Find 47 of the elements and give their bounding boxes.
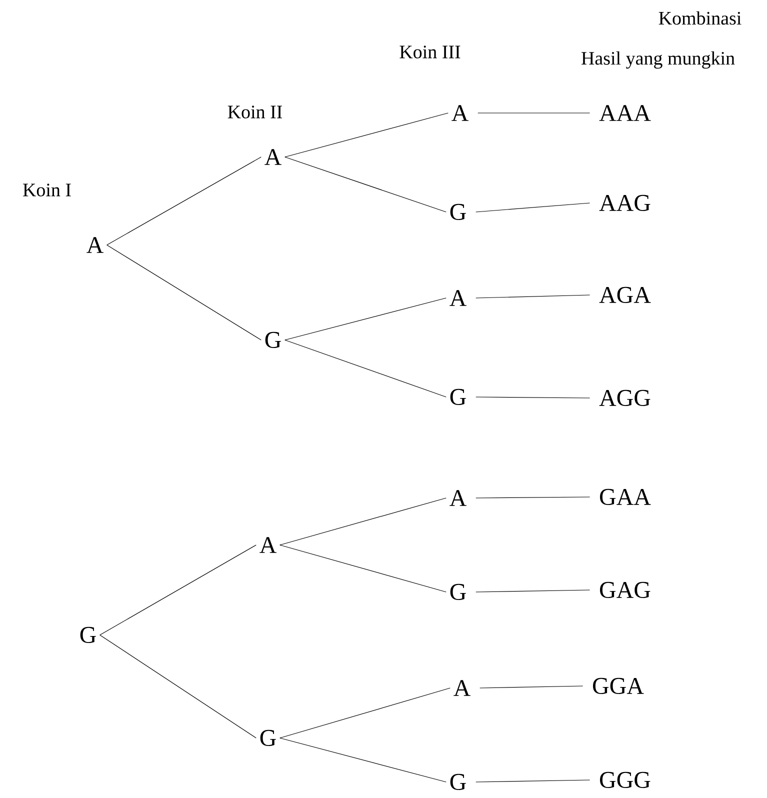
branch-line	[280, 544, 446, 592]
tree-node-label: A	[86, 237, 104, 253]
tree-node-label: A	[450, 290, 466, 306]
tree-node-label: G	[260, 730, 276, 746]
outcome-label: GAA	[600, 488, 651, 506]
tree-node-label: G	[450, 774, 466, 790]
branch-line	[284, 298, 446, 340]
outcome-label: GAG	[600, 582, 650, 598]
tree-node-label: G	[450, 584, 466, 600]
tree-node-label: G	[450, 388, 466, 406]
branch-line	[100, 544, 256, 636]
branch-line	[106, 244, 262, 340]
branch-line	[100, 634, 256, 738]
outcome-label: AAA	[599, 105, 651, 121]
connector-line	[476, 396, 590, 398]
branch-line	[284, 112, 448, 158]
connector-line	[476, 780, 590, 782]
connector-line	[476, 294, 590, 298]
branch-line	[106, 156, 262, 246]
tree-node-label: A	[450, 490, 466, 506]
column-heading: Koin II	[228, 106, 282, 118]
tree-node-label: G	[80, 626, 96, 644]
branch-line	[280, 498, 446, 546]
outcome-label: GGG	[600, 772, 650, 788]
connector-line	[480, 686, 584, 688]
connector-line	[478, 112, 590, 114]
branch-line	[284, 156, 446, 212]
outcome-label: GGA	[593, 678, 644, 694]
tree-node-label: A	[260, 537, 276, 553]
connector-line	[476, 590, 590, 592]
branch-line	[284, 340, 446, 398]
branch-line	[280, 738, 446, 782]
connector-line	[476, 202, 590, 212]
tree-node-label: G	[265, 332, 281, 348]
tree-node-label: A	[264, 149, 282, 165]
outcome-label: AGA	[599, 286, 651, 304]
column-heading: Hasil yang mungkin	[582, 51, 735, 69]
tree-node-label: A	[454, 680, 470, 696]
outcome-label: AGG	[599, 390, 650, 406]
connector-line	[476, 496, 590, 498]
tree-node-label: A	[452, 105, 468, 121]
column-heading: Koin III	[400, 46, 460, 58]
column-heading: Koin I	[23, 184, 71, 196]
branch-line	[280, 688, 450, 738]
column-heading: Kombinasi	[658, 11, 742, 25]
outcome-label: AAG	[599, 194, 650, 212]
tree-node-label: G	[450, 204, 466, 220]
